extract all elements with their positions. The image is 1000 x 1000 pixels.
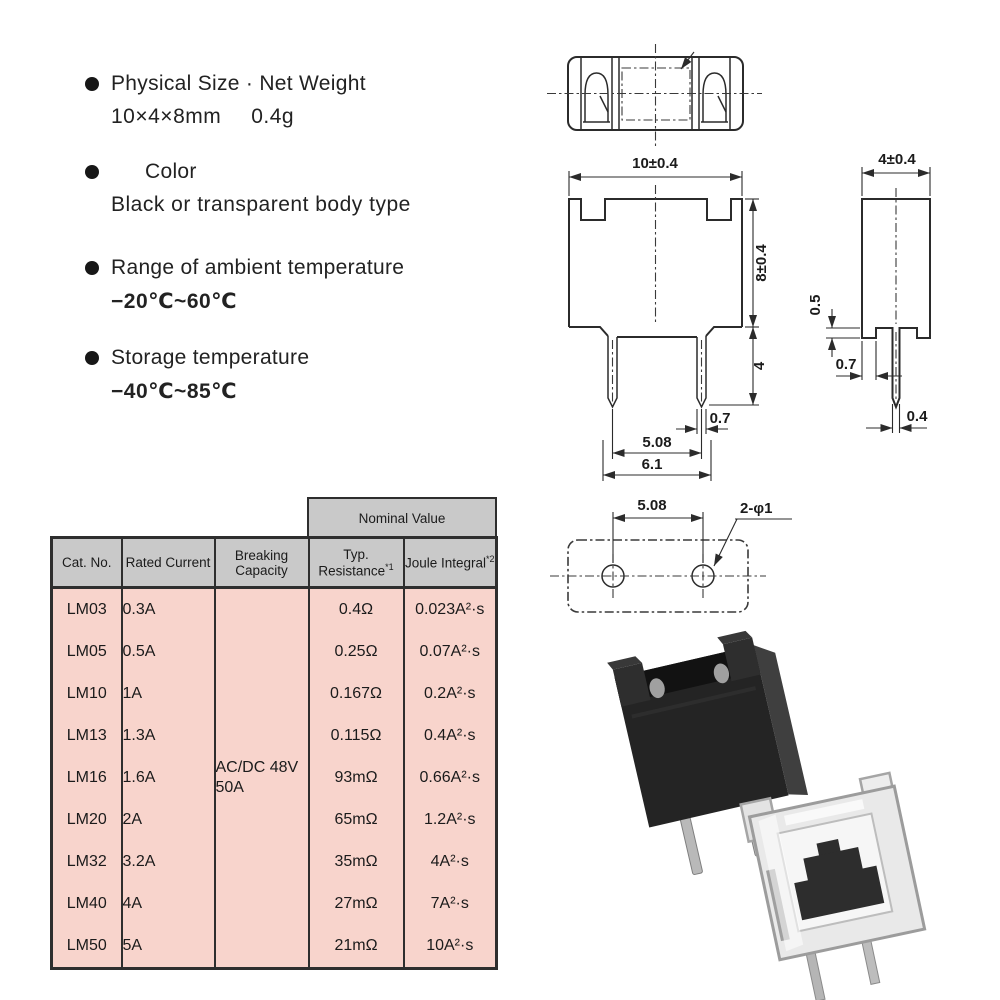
nominal-value-header: Nominal Value [307,497,497,538]
col-header-breaking-capacity: Breaking Capacity [213,537,310,589]
spec-physical-size: Physical Size · Net Weight 10×4×8mm 0.4g [85,72,366,129]
dim-front-width: 10±0.4 [632,155,678,172]
top-view-drawing [547,44,762,146]
ratings-table: Cat. No. Rated Current Breaking Capacity… [50,536,498,970]
dim-front-pin-spread: 6.1 [642,456,663,473]
color-value: Black or transparent body type [111,193,411,216]
table-row: LM16 1.6A 93mΩ 0.66A²·s [50,757,498,799]
dim-side-foot: 0.7 [836,356,857,373]
black-fuse-photo [607,630,809,875]
dim-front-pin-width: 0.7 [710,410,731,427]
front-view-drawing: 10±0.4 8±0.4 4 0.7 5.08 6.1 [568,155,770,481]
table-row: LM32 3.2A 35mΩ 4A²·s [50,841,498,883]
table-row: LM13 1.3A 0.115Ω 0.4A²·s [50,715,498,757]
bullet-icon [85,165,99,179]
dim-front-pin-pitch: 5.08 [642,434,671,451]
table-row: LM03 0.3A AC/DC 48V 50A 0.4Ω 0.023A²·s [50,587,498,969]
table-row: LM40 4A 27mΩ 7A²·s [50,883,498,925]
spec-title: Storage temperature [111,346,310,369]
col-header-rated-current: Rated Current [120,537,216,589]
side-view-drawing: 4±0.4 0.5 0.7 0.4 [807,151,931,433]
breaking-capacity-cell: AC/DC 48V 50A [213,587,310,969]
dim-footprint-pitch: 5.08 [637,497,666,514]
dim-footprint-holes: 2-φ1 [740,500,772,517]
physical-size-value: 10×4×8mm [111,105,222,128]
spec-color: Color Black or transparent body type [85,160,411,217]
dim-front-pin-length: 4 [751,361,768,370]
bullet-icon [85,261,99,275]
table-row: LM05 0.5A 0.25Ω 0.07A²·s [50,631,498,673]
col-header-typ-resistance: Typ. Resistance*1 [307,537,405,589]
storage-range-value: −40℃~85℃ [111,380,238,403]
spec-title: Color [145,160,197,183]
spec-title: Range of ambient temperature [111,256,405,279]
col-header-cat-no: Cat. No. [50,537,123,589]
transparent-fuse-photo [739,771,927,1000]
table-row: LM20 2A 65mΩ 1.2A²·s [50,799,498,841]
dim-side-step: 0.5 [807,295,824,316]
footprint-drawing: 5.08 2-φ1 [550,497,792,613]
bullet-icon [85,351,99,365]
spec-storage-temperature: Storage temperature −40℃~85℃ [85,346,309,404]
col-header-joule-integral: Joule Integral*2 [402,537,498,589]
spec-title: Physical Size · Net Weight [111,72,366,95]
bullet-icon [85,77,99,91]
spec-value: 10×4×8mm 0.4g [111,105,366,129]
net-weight-value: 0.4g [251,105,295,128]
dim-front-height: 8±0.4 [753,244,770,282]
ambient-range-value: −20℃~60℃ [111,290,238,313]
table-row: LM50 5A 21mΩ 10A²·s [50,925,498,969]
spec-ambient-temperature: Range of ambient temperature −20℃~60℃ [85,256,404,314]
dim-side-width: 4±0.4 [878,151,916,168]
table-row: LM10 1A 0.167Ω 0.2A²·s [50,673,498,715]
table-header-row: Cat. No. Rated Current Breaking Capacity… [50,537,498,589]
dim-side-pin-thickness: 0.4 [907,408,929,425]
